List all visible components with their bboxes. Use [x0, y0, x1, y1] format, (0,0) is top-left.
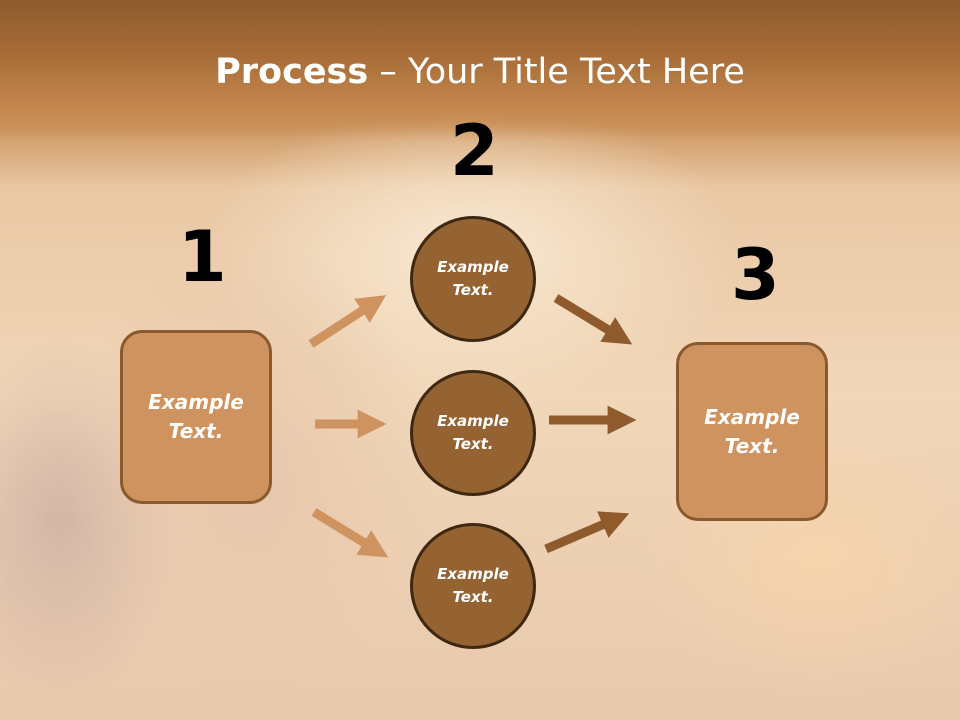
circle-bottom-text: Example Text.: [437, 565, 509, 606]
step-number-1: 1: [178, 216, 227, 298]
arrow-bottom-to-3: [544, 511, 630, 554]
circle-middle: Example Text.: [410, 370, 536, 496]
circle-bottom: Example Text.: [410, 523, 536, 649]
arrow-1-to-bottom: [311, 508, 389, 558]
step3-text: Example Text.: [704, 404, 800, 458]
title-band: [0, 0, 960, 140]
step1-box: Example Text.: [120, 330, 272, 504]
circle-top: Example Text.: [410, 216, 536, 342]
step1-text: Example Text.: [148, 390, 244, 443]
step-number-3: 3: [731, 234, 780, 316]
title-rest: – Your Title Text Here: [368, 52, 745, 92]
title-bold: Process: [215, 52, 369, 92]
arrow-1-to-top: [308, 295, 387, 348]
circle-top-text: Example Text.: [437, 258, 509, 299]
circle-middle-text: Example Text.: [437, 412, 509, 453]
step3-box: Example Text.: [676, 342, 828, 521]
arrow-top-to-3: [553, 294, 633, 345]
slide-title: Process – Your Title Text Here: [0, 52, 960, 92]
step-number-2: 2: [450, 110, 499, 192]
